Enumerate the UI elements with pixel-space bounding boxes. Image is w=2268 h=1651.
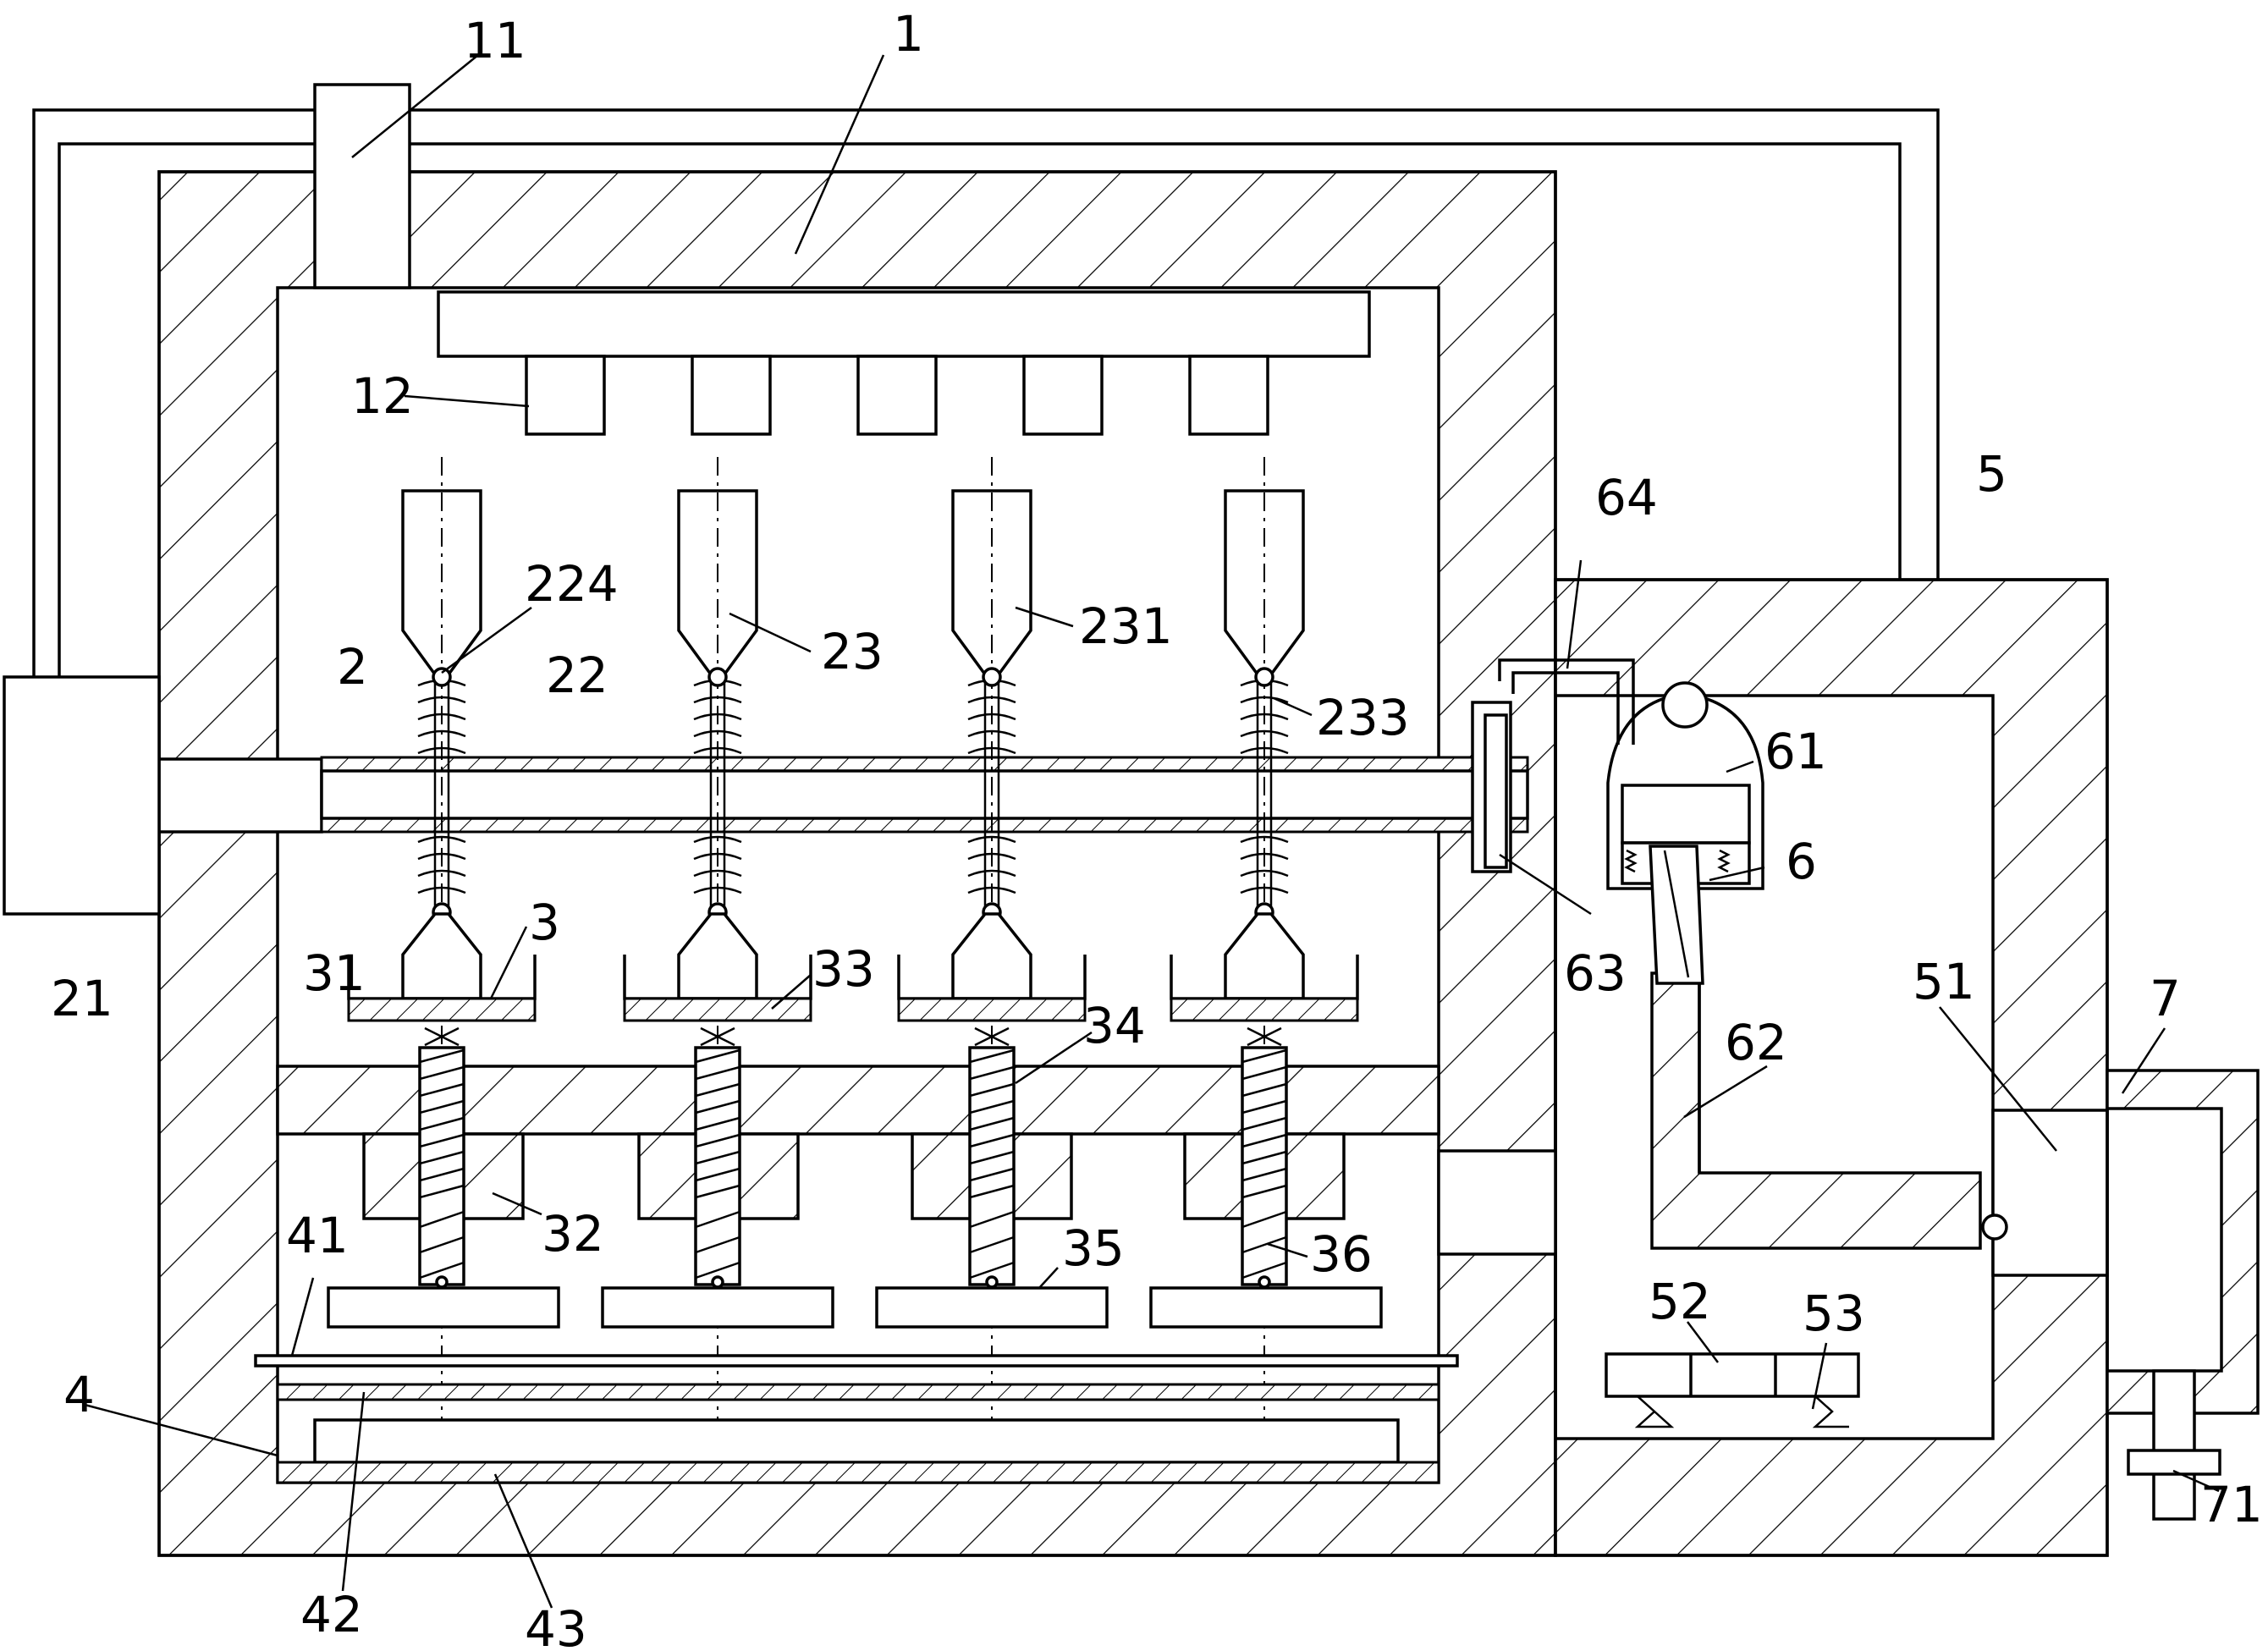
label-231: 231 bbox=[1079, 597, 1173, 655]
spray-header bbox=[437, 290, 1371, 436]
label-3: 3 bbox=[529, 894, 560, 951]
label-52: 52 bbox=[1649, 1273, 1711, 1330]
inlet-pipe bbox=[313, 83, 411, 289]
label-53: 53 bbox=[1803, 1285, 1865, 1342]
label-4: 4 bbox=[63, 1366, 95, 1423]
label-63: 63 bbox=[1564, 944, 1627, 1002]
label-224: 224 bbox=[525, 555, 619, 613]
label-7: 7 bbox=[2150, 970, 2181, 1027]
label-61: 61 bbox=[1764, 723, 1827, 780]
label-71: 71 bbox=[2200, 1476, 2263, 1533]
label-12: 12 bbox=[351, 367, 414, 425]
label-31: 31 bbox=[303, 944, 366, 1002]
labels: 11 1 12 224 23 231 233 2 22 21 64 5 61 6… bbox=[51, 5, 2263, 1651]
holder-cups bbox=[347, 955, 1359, 1047]
nut-blocks bbox=[362, 1132, 1346, 1220]
label-34: 34 bbox=[1083, 997, 1146, 1054]
label-41: 41 bbox=[286, 1207, 349, 1264]
label-62: 62 bbox=[1725, 1014, 1787, 1071]
label-36: 36 bbox=[1310, 1225, 1373, 1283]
press-plates bbox=[327, 1286, 1383, 1329]
collection-tank bbox=[1437, 578, 2109, 1557]
label-5: 5 bbox=[1976, 445, 2007, 503]
drive-shaft bbox=[157, 756, 1529, 834]
label-43: 43 bbox=[525, 1600, 587, 1651]
outer-pipe bbox=[32, 108, 1940, 694]
label-42: 42 bbox=[300, 1586, 363, 1643]
discharge-unit bbox=[2106, 1069, 2260, 1521]
label-32: 32 bbox=[542, 1205, 604, 1263]
label-6: 6 bbox=[1786, 833, 1817, 890]
label-21: 21 bbox=[51, 970, 113, 1027]
label-64: 64 bbox=[1595, 469, 1658, 526]
inner-channel bbox=[1650, 971, 1982, 1250]
label-2: 2 bbox=[337, 638, 368, 696]
leader-lines bbox=[84, 54, 2220, 1609]
label-33: 33 bbox=[812, 940, 875, 998]
label-11: 11 bbox=[464, 12, 526, 69]
label-1: 1 bbox=[893, 5, 924, 63]
lead-screws bbox=[418, 1046, 1288, 1289]
conveyor bbox=[254, 1354, 1459, 1484]
label-23: 23 bbox=[821, 623, 884, 680]
label-22: 22 bbox=[546, 647, 608, 704]
motor-box bbox=[3, 675, 161, 916]
float-valve bbox=[1606, 681, 1764, 985]
label-51: 51 bbox=[1913, 953, 1975, 1010]
float-block bbox=[1605, 1352, 1860, 1428]
hinge-pin bbox=[1981, 1213, 2008, 1241]
label-35: 35 bbox=[1062, 1219, 1125, 1277]
label-233: 233 bbox=[1316, 689, 1410, 746]
return-pipe bbox=[1471, 658, 1635, 873]
